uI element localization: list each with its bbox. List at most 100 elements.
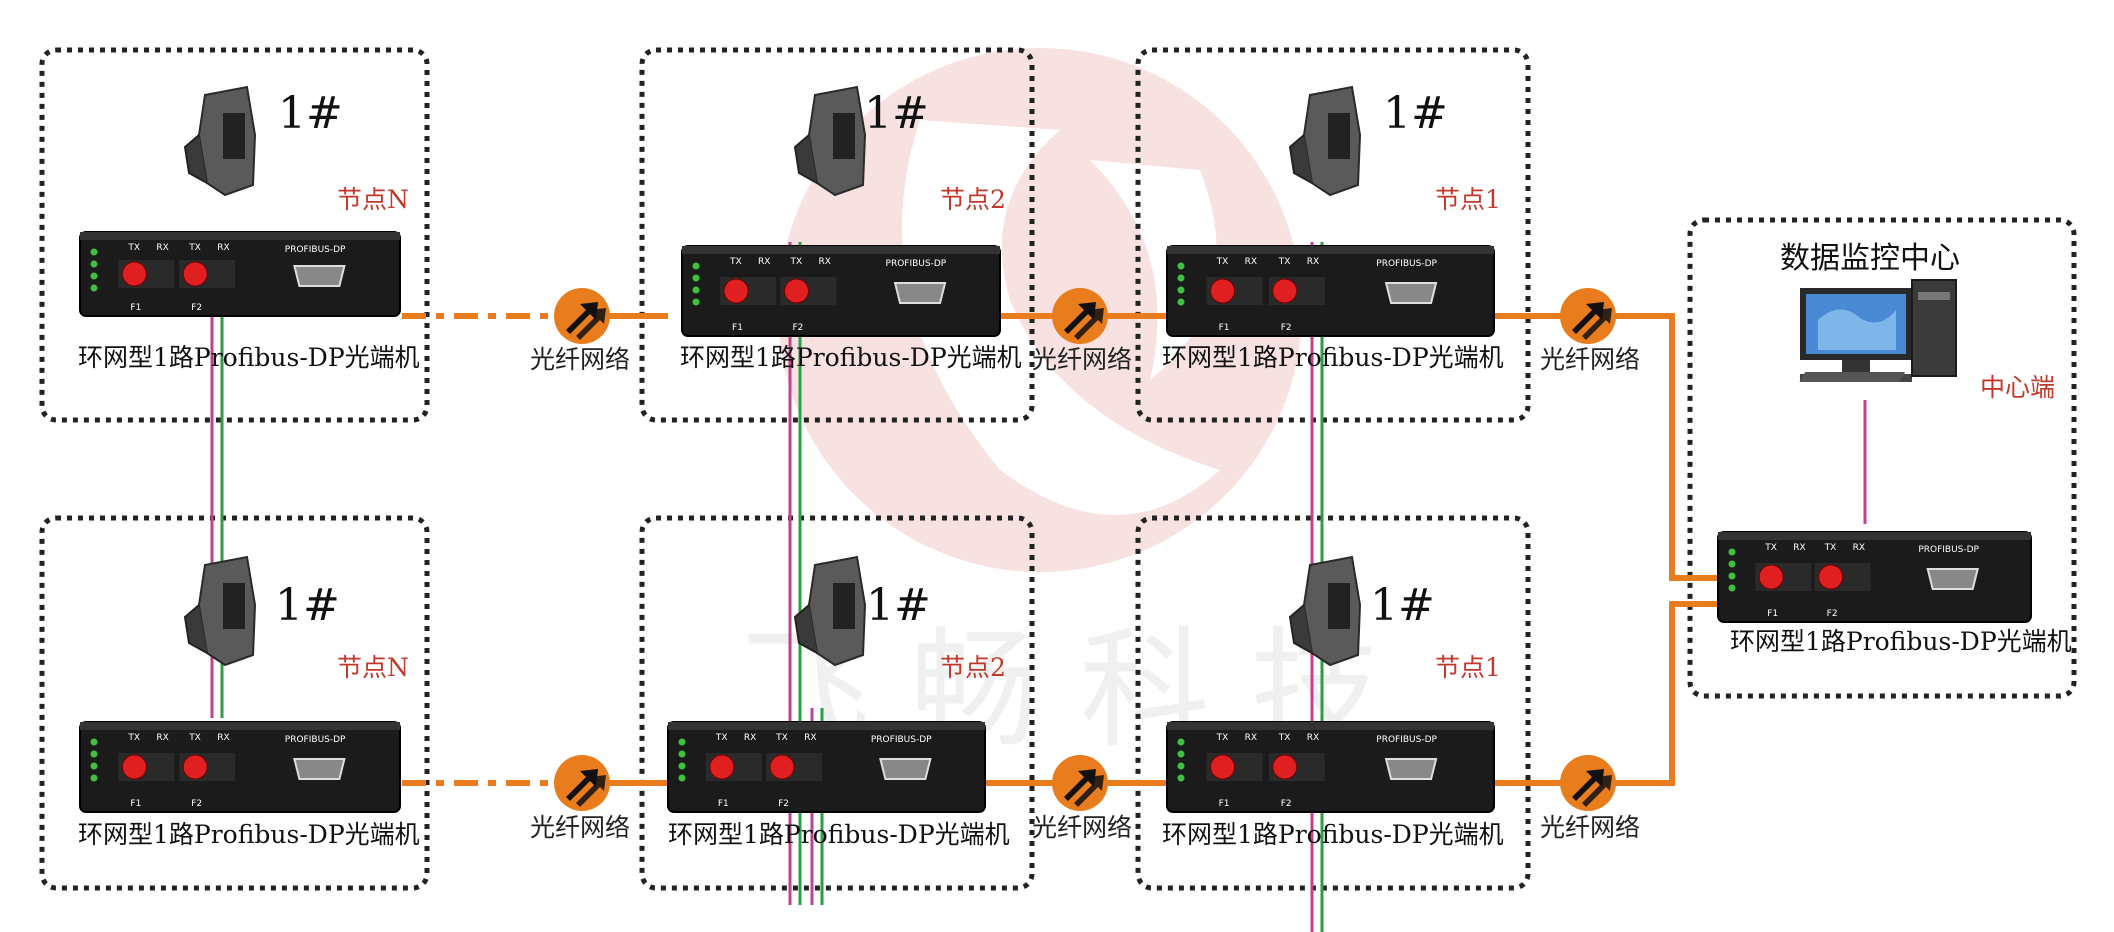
frame-center [1687,217,2077,699]
device-r1-n-db9-port [293,265,346,287]
device-center-tx-label-2: TX [1824,543,1837,553]
dp-connector-r2-n-slot [223,583,245,629]
device-r1-1-tx-label-1: TX [1216,257,1229,267]
device-center-port-f1 [1758,564,1784,590]
device-r2-2-led-3 [678,774,686,782]
node-label-r2-2: 节点2 [940,653,1006,682]
network-label-r2-a: 光纤网络 [530,813,631,842]
node-label-r2-n: 节点N [337,653,409,682]
fiber-network-icon-r2-a [554,755,610,811]
device-r1-1-port-f1 [1210,278,1236,304]
fiber-network-icon-r2-b [1052,755,1108,811]
frame-r1-1 [1135,47,1531,423]
keyboard [1799,372,1906,382]
fiber-network-icon-r2-a-arrow-2 [576,775,606,807]
device-r1-n-f1-label: F1 [130,303,141,313]
fiber-network-icon-r2-b-arrow-2 [1074,775,1104,807]
node-label-r1-2: 节点2 [940,185,1006,214]
device-r2-n-port-f1 [121,754,147,780]
device-r2-1-tx-label-2: TX [1278,733,1291,743]
device-center-f1-label: F1 [1767,609,1778,619]
device-r1-n-f2-label: F2 [191,303,202,313]
device-r1-1-led-0 [1177,262,1185,270]
dp-connector-r2-n-screw [183,604,208,654]
monitor-screen-art [1818,309,1896,350]
device-r1-n-rx-label-2: RX [217,243,229,253]
fiber-network-icon-r2-c-arrow-2 [1582,775,1612,807]
connector-number-r2-2: 1# [866,580,931,631]
device-r1-2-profibus-label: PROFIBUS-DP [886,259,947,269]
dp-connector-r2-2 [793,555,867,667]
device-r2-n-led-1 [90,750,98,758]
device-label-center: 环网型1路Profibus-DP光端机 [1730,627,2072,656]
center-tag: 中心端 [1980,373,2056,402]
dp-connector-r1-1-slot [1328,113,1350,159]
dp-connector-r1-1-screw [1288,134,1313,184]
network-label-r1-c: 光纤网络 [1540,345,1641,374]
device-center-rx-label-2: RX [1853,543,1865,553]
fiber-network-icon-r1-b-arrow-2 [1074,308,1104,340]
device-center-led-2 [1728,572,1736,580]
frame-r2-2 [639,515,1035,891]
dp-connector-r1-n-screw [183,134,208,184]
device-r2-1-tx-label-1: TX [1216,733,1229,743]
device-r1-2-led-0 [692,262,700,270]
device-r1-n-tx-label-2: TX [188,243,201,253]
watermark-swoosh [902,120,1220,515]
device-label-r1-1: 环网型1路Profibus-DP光端机 [1162,343,1504,372]
device-r1-n-led-0 [90,248,98,256]
device-r2-n-f2-label: F2 [191,799,202,809]
device-r2-n-rx-label-1: RX [156,733,168,743]
device-center-led-0 [1728,548,1736,556]
device-r1-2-led-3 [692,298,700,306]
device-r1-n-rx-label-1: RX [156,243,168,253]
device-center-led-3 [1728,584,1736,592]
pc-drive [1918,292,1950,300]
device-r2-2-port-f1 [709,754,735,780]
device-center-f2-label: F2 [1827,609,1838,619]
device-r2-n-led-2 [90,762,98,770]
device-r1-1-led-3 [1177,298,1185,306]
device-r2-n-top-edge [80,722,400,730]
device-r2-1-rx-label-2: RX [1307,733,1319,743]
device-r2-2-tx-label-2: TX [775,733,788,743]
device-r1-n-top-edge [80,232,400,240]
connector-number-r1-1: 1# [1383,88,1448,139]
dp-connector-r2-1 [1288,555,1362,667]
device-r2-1-port-f2 [1272,754,1298,780]
device-r2-1-db9-port [1384,758,1438,780]
connector-number-r1-2: 1# [864,88,929,139]
device-r1-1-rx-label-2: RX [1307,257,1319,267]
device-r2-n-tx-label-2: TX [188,733,201,743]
device-r2-2-rx-label-1: RX [744,733,756,743]
fiber-network-icon-r1-a [554,288,610,344]
device-center-profibus-label: PROFIBUS-DP [1918,545,1979,555]
dp-connector-r1-n [183,85,257,197]
fiber-network-icon-r1-c-arrow-2 [1582,308,1612,340]
device-r2-1-rx-label-1: RX [1245,733,1257,743]
dp-connector-r1-2-screw [793,134,818,184]
device-r1-2-rx-label-2: RX [818,257,830,267]
device-r2-n-led-3 [90,774,98,782]
dp-connector-r1-2-slot [833,113,855,159]
device-r1-1-tx-label-2: TX [1278,257,1291,267]
dp-connector-r1-n-slot [223,113,245,159]
connector-number-r1-n: 1# [278,88,343,139]
device-r2-1-f2-label: F2 [1281,799,1292,809]
frame-r2-1 [1135,515,1531,891]
device-r1-n-port-f1 [121,261,147,287]
frame-r2-n [39,515,430,891]
device-r1-2-led-2 [692,286,700,294]
device-r2-1-led-0 [1177,738,1185,746]
network-label-r1-a: 光纤网络 [530,345,631,374]
device-r2-2-led-2 [678,762,686,770]
fiber-network-icon-r1-a-arrow-2 [576,308,606,340]
dp-connector-r2-2-screw [793,604,818,654]
device-r1-2-tx-label-2: TX [789,257,802,267]
